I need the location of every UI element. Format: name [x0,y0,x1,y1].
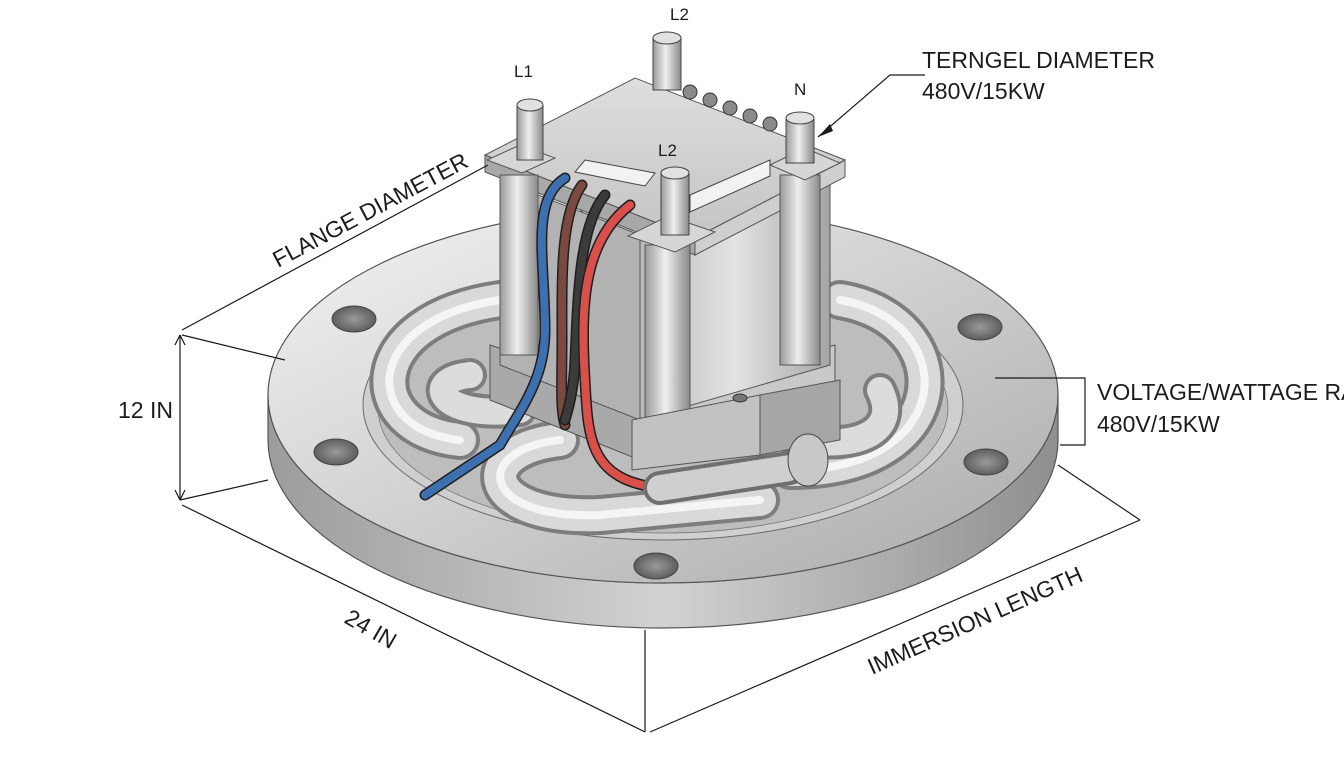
brown-wire [557,181,586,429]
dimension-lines [174,74,1141,733]
terminal-screws [682,84,778,132]
width-label: 24 IN [341,604,402,654]
terngel-title: TERNGEL DIAMETER [922,47,1155,73]
width-dimension-line [181,504,646,733]
flange-diameter-line [181,164,489,331]
post [779,174,821,366]
bolt-hole [963,448,1009,476]
stud-l2-front [660,166,690,236]
bolt-hole [957,313,1003,341]
post [499,174,539,356]
black-wire [561,191,609,424]
bolt-hole [313,438,359,466]
wires [419,172,666,501]
terminal-label-l2-rear: L2 [670,5,689,24]
bolt-hole [633,552,679,580]
terminal-studs [516,31,815,236]
flex-conduit [643,433,829,505]
bolt-hole [331,305,377,333]
terminal-label-l1: L1 [514,62,533,81]
red-wire [579,201,664,492]
voltage-wattage-value: 480V/15KW [1097,411,1220,437]
stud-l2-rear [652,31,682,91]
name-plate [689,159,771,213]
height-label: 12 IN [118,397,173,423]
stud-l1 [516,98,544,161]
conduit-fitting [787,433,829,487]
name-plate [574,159,656,187]
terngel-value: 480V/15KW [922,78,1045,104]
terminal-label-l2-front: L2 [658,141,677,160]
immersion-length-line [649,519,1141,733]
heating-element-tubes [369,280,945,536]
blue-wire [421,174,569,499]
stud-n [785,111,815,164]
voltage-bracket [995,377,1086,446]
terminal-label-n: N [794,80,806,99]
bolt-holes [313,305,1009,580]
terngel-leader [817,74,925,138]
voltage-wattage-title: VOLTAGE/WATTAGE RATING [1097,379,1344,405]
